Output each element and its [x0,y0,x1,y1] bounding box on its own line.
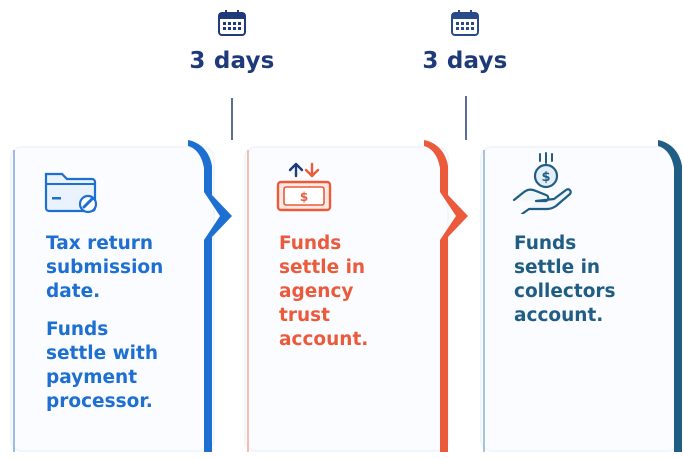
timeline-gap-2: 3 days [405,0,525,74]
calendar-icon [218,10,246,36]
timeline-gap-1: 3 days [172,0,292,74]
step-text: Tax return submission date. [46,233,164,302]
timeline-tick [231,98,233,140]
timeline-tick [465,96,467,140]
step-card-3: $ Funds settle in collectors account. [480,146,680,452]
coin-in-hand-icon: $ [512,152,572,214]
calendar-icon [451,10,479,36]
step-text: Funds settle in collectors account. [514,233,616,326]
svg-text:$: $ [300,190,308,204]
duration-label: 3 days [422,48,508,74]
step-card-2: $ Funds settle in agency trust account. [244,146,449,452]
folder-icon [44,172,98,214]
duration-label: 3 days [189,48,275,74]
step-text: Funds settle in agency trust account. [279,233,369,350]
step-card-1: Tax return submission date. Funds settle… [10,146,215,452]
money-transfer-icon: $ [276,162,332,212]
step-text: Funds settle with payment processor. [46,319,159,412]
svg-text:$: $ [541,170,550,185]
